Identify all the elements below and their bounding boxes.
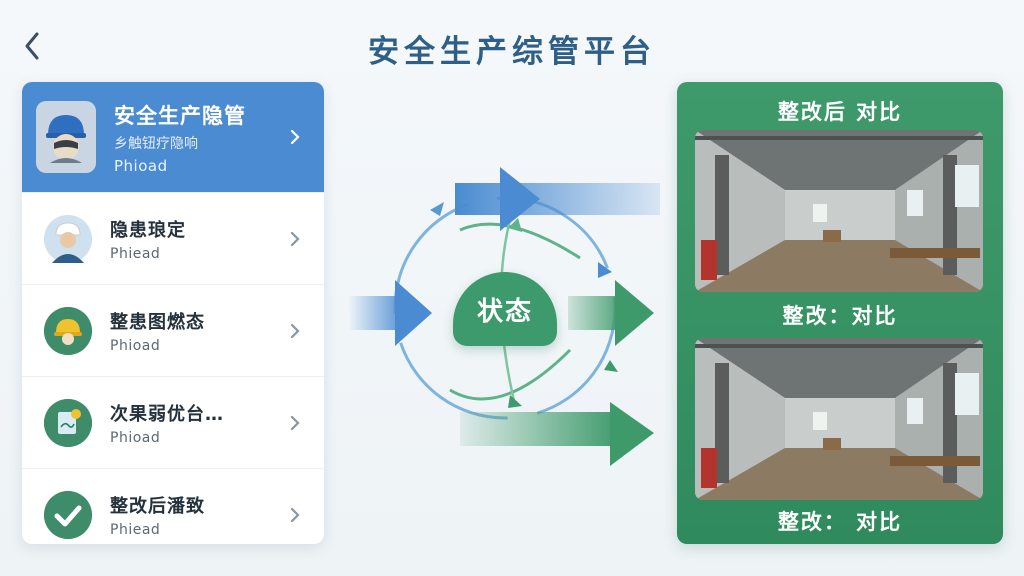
hazard-list-panel: 安全生产隐管 乡触钮疗隐响 Phioad 隐患琅定 Phiead	[22, 82, 324, 544]
hardhat-icon	[44, 306, 92, 355]
list-item-after-rectify[interactable]: 整改后潘致 Phiead	[22, 468, 324, 544]
status-flow-diagram: 状态	[340, 150, 670, 470]
list-item-title: 次果弱优台…	[110, 403, 224, 425]
chevron-right-icon	[290, 323, 300, 338]
worker-avatar-icon	[44, 214, 92, 263]
chevron-right-icon	[290, 231, 300, 246]
list-item-safety-management[interactable]: 安全生产隐管 乡触钮疗隐响 Phioad	[22, 82, 324, 192]
list-item-title: 整改后潘致	[110, 495, 205, 517]
list-item-title: 安全生产隐管	[114, 103, 246, 128]
helmet-avatar-icon	[36, 101, 96, 173]
list-item-hazard-identify[interactable]: 隐患琅定 Phiead	[22, 192, 324, 284]
compare-title-top: 整改后 对比	[777, 100, 903, 124]
list-item-title: 整患图燃态	[110, 311, 205, 333]
list-item-tag: Phioad	[110, 429, 161, 446]
list-item-title: 隐患琅定	[110, 219, 186, 241]
status-center-label: 状态	[453, 272, 557, 346]
back-arrow-icon	[25, 32, 39, 60]
list-item-subtitle: 乡触钮疗隐响	[114, 135, 198, 152]
rectify-compare-panel: 整改后 对比 整改：对比	[677, 82, 1003, 544]
list-item-tag: Phioad	[110, 337, 161, 354]
list-item-tag: Phioad	[114, 156, 168, 175]
compare-title-bottom: 整改： 对比	[777, 510, 903, 534]
list-item-result-optimize[interactable]: 次果弱优台… Phioad	[22, 376, 324, 468]
list-item-rectify-status[interactable]: 整患图燃态 Phioad	[22, 284, 324, 376]
chevron-right-icon	[290, 129, 300, 145]
check-icon	[44, 490, 92, 539]
flow-arrows-graphic	[348, 167, 660, 466]
compare-title-middle: 整改：对比	[782, 304, 898, 328]
after-site-photo[interactable]	[695, 338, 983, 500]
list-item-tag: Phiead	[110, 245, 161, 262]
page-title: 安全生产综管平台	[368, 34, 656, 70]
before-site-photo[interactable]	[695, 130, 983, 292]
chevron-right-icon	[290, 507, 300, 522]
document-icon	[44, 398, 92, 447]
list-item-tag: Phiead	[110, 521, 161, 538]
back-button[interactable]	[18, 28, 46, 64]
chevron-right-icon	[290, 415, 300, 430]
